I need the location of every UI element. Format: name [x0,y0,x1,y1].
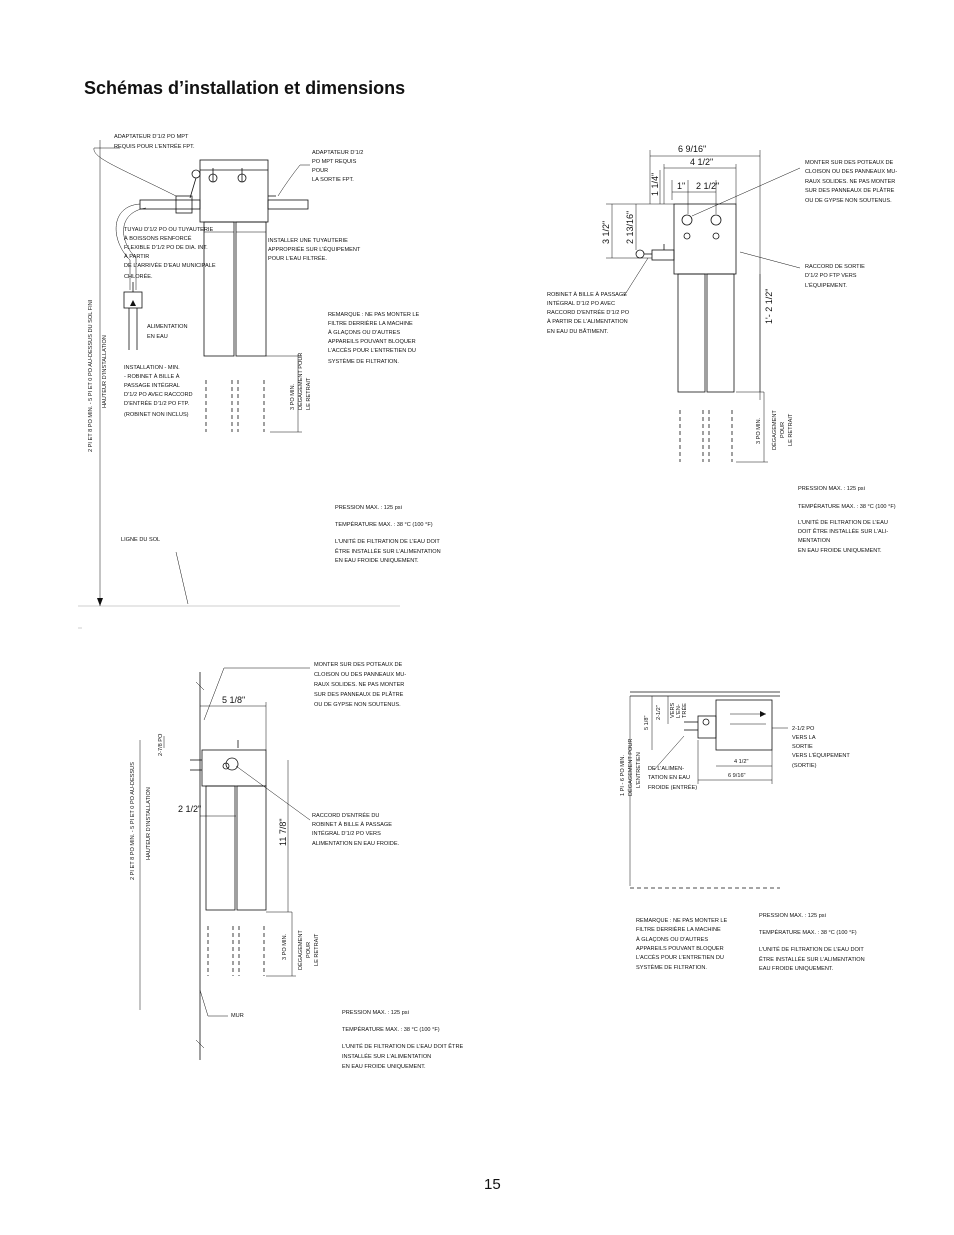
page-number: 15 [484,1176,501,1193]
dim-2-1-2: 2-1/2" [656,705,662,720]
dim-2-7-8-po: 2-7/8 PO [158,733,164,756]
diagram-top-view: 2-1/2" 5 1/8" 4 1/2" 6 9/16" VERSL’EN-TR… [620,691,865,972]
dim-6-9-16: 6 9/16" [678,144,706,154]
label-wall: MUR [231,1013,244,1019]
label-pressure: PRESSION MAX. : 125 psi [335,505,402,511]
label-floor-line: LIGNE DU SOL [121,537,160,543]
dim-5-1-8: 5 1/8" [644,716,650,730]
label-temperature: TEMPÉRATURE MAX. : 38 °C (100 °F) [342,1026,440,1033]
label-temperature: TEMPÉRATURE MAX. : 38 °C (100 °F) [798,503,896,510]
dim-1-1-4: 1 1/4" [650,173,660,196]
dim-4-1-2: 4 1/2" [734,759,748,765]
dim-6-9-16: 6 9/16" [728,773,746,779]
label-pressure: PRESSION MAX. : 125 psi [759,913,826,919]
dim-4-1-2: 4 1/2" [690,157,713,167]
label-cold-water: L’UNITÉ DE FILTRATION DE L’EAU DOIT ÊTRE… [342,1042,463,1070]
label-height: 2 PI ET 8 PO MIN. - 5 PI ET 0 PO AU-DESS… [130,762,152,880]
dim-2-1-2: 2 1/2" [178,804,201,814]
dim-3-1-2: 3 1/2" [601,221,611,244]
dim-11-7-8: 11 7/8" [278,818,288,846]
diagram-front-view-dimensions: 6 9/16" 4 1/2" 1 1/4" 1" 2 1/2" 3 1/2" 2… [547,144,897,554]
label-height: 2 PI ET 8 PO MIN. - 5 PI ET 0 PO AU-DESS… [88,299,108,452]
label-inlet: VERSL’EN-TRÉE [670,702,688,718]
page-title: Schémas d’installation et dimensions [84,78,406,98]
dim-1: 1" [677,181,685,191]
dim-2-13-16: 2 13/16" [625,211,635,244]
diagram-front-view-wall: 5 1/8" 2-7/8 PO 2 1/2" 11 7/8" MONTER SU… [130,662,463,1070]
label-temperature: TEMPÉRATURE MAX. : 38 °C (100 °F) [335,521,433,528]
dim-2-1-2: 2 1/2" [696,181,719,191]
label-pressure: PRESSION MAX. : 125 psi [342,1010,409,1016]
label-temperature: TEMPÉRATURE MAX. : 38 °C (100 °F) [759,929,857,936]
label-pressure: PRESSION MAX. : 125 psi [798,486,865,492]
dim-1-2-1-2: 1'- 2 1/2" [764,289,774,324]
dim-5-1-8: 5 1/8" [222,695,245,705]
